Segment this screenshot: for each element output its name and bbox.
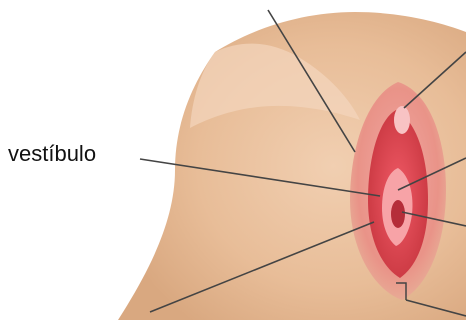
vestibule-label: vestíbulo [8, 141, 96, 167]
vaginal-opening [391, 200, 405, 228]
clitoris [394, 106, 410, 134]
